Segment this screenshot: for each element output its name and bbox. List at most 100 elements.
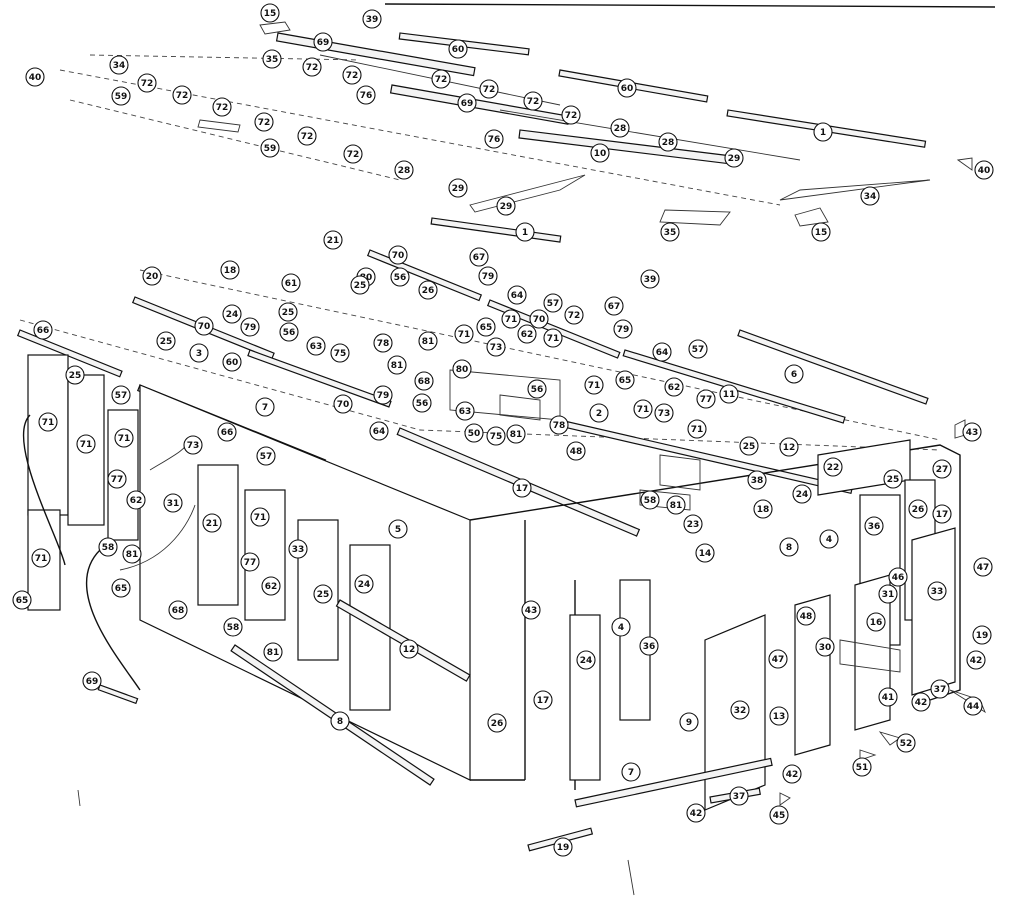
part-callout-78: 78 [549,415,569,435]
callout-circle [617,78,637,98]
callout-circle [739,436,759,456]
callout-circle [250,507,270,527]
part-callout-19: 19 [553,837,573,857]
part-callout-59: 59 [111,86,131,106]
callout-circle [369,421,389,441]
callout-circle [604,296,624,316]
callout-number: 71 [458,330,471,340]
callout-number: 22 [827,463,840,473]
part-callout-81: 81 [666,495,686,515]
callout-number: 31 [167,499,180,509]
callout-number: 43 [525,606,538,616]
callout-circle [753,499,773,519]
part-callout-34: 34 [860,186,880,206]
callout-number: 50 [468,429,481,439]
callout-number: 19 [976,631,989,641]
callout-number: 40 [978,166,991,176]
callout-circle [860,186,880,206]
callout-number: 66 [221,428,234,438]
part-callout-15: 15 [811,222,831,242]
callout-circle [515,222,535,242]
callout-circle [686,803,706,823]
callout-number: 70 [392,251,405,261]
callout-circle [302,57,322,77]
callout-circle [640,490,660,510]
part-callout-56: 56 [390,267,410,287]
part-callout-72: 72 [564,305,584,325]
callout-number: 63 [459,407,472,417]
callout-circle [373,333,393,353]
callout-circle [279,322,299,342]
callout-number: 4 [618,623,624,633]
part-callout-24: 24 [354,574,374,594]
part-callout-73: 73 [486,337,506,357]
callout-number: 65 [16,596,29,606]
callout-circle [476,317,496,337]
callout-circle [911,692,931,712]
part-callout-67: 67 [604,296,624,316]
callout-circle [747,470,767,490]
callout-number: 69 [86,677,99,687]
callout-circle [507,285,527,305]
callout-number: 26 [912,505,925,515]
callout-circle [888,567,908,587]
callout-number: 67 [473,253,486,263]
callout-number: 7 [262,403,268,413]
callout-number: 25 [69,371,82,381]
callout-circle [930,679,950,699]
callout-number: 57 [115,391,128,401]
callout-number: 76 [360,91,373,101]
part-callout-24: 24 [792,484,812,504]
callout-circle [543,293,563,313]
part-callout-38: 38 [747,470,767,490]
callout-number: 39 [366,15,379,25]
callout-number: 24 [358,580,371,590]
part-callout-33: 33 [288,539,308,559]
part-callout-46: 46 [888,567,908,587]
callout-circle [107,469,127,489]
callout-number: 37 [934,685,947,695]
part-callout-81: 81 [263,642,283,662]
callout-circle [448,39,468,59]
part-callout-50: 50 [464,423,484,443]
part-callout-56: 56 [279,322,299,342]
callout-circle [126,490,146,510]
callout-number: 42 [690,809,703,819]
callout-number: 73 [187,441,200,451]
part-callout-1: 1 [515,222,535,242]
part-callout-76: 76 [356,85,376,105]
part-callout-57: 57 [543,293,563,313]
callout-number: 39 [644,275,657,285]
part-callout-39: 39 [640,269,660,289]
callout-number: 81 [267,648,280,658]
callout-number: 33 [931,587,944,597]
part-callout-35: 35 [660,222,680,242]
callout-number: 64 [373,427,386,437]
callout-circle [452,359,472,379]
part-callout-25: 25 [313,584,333,604]
callout-circle [932,504,952,524]
callout-circle [388,245,408,265]
part-callout-72: 72 [479,79,499,99]
callout-number: 34 [113,61,126,71]
part-callout-25: 25 [739,436,759,456]
part-callout-45: 45 [769,805,789,825]
callout-circle [412,393,432,413]
part-callout-24: 24 [222,304,242,324]
callout-number: 6 [791,370,797,380]
part-callout-26: 26 [487,713,507,733]
callout-number: 17 [516,484,529,494]
part-callout-56: 56 [412,393,432,413]
callout-number: 33 [292,545,305,555]
part-callout-72: 72 [297,126,317,146]
part-callout-36: 36 [864,516,884,536]
part-callout-39: 39 [362,9,382,29]
callout-circle [561,105,581,125]
part-callout-73: 73 [183,435,203,455]
callout-number: 58 [102,543,115,553]
part-callout-72: 72 [343,144,363,164]
callout-number: 73 [490,343,503,353]
part-callout-51: 51 [852,757,872,777]
part-callout-34: 34 [109,55,129,75]
